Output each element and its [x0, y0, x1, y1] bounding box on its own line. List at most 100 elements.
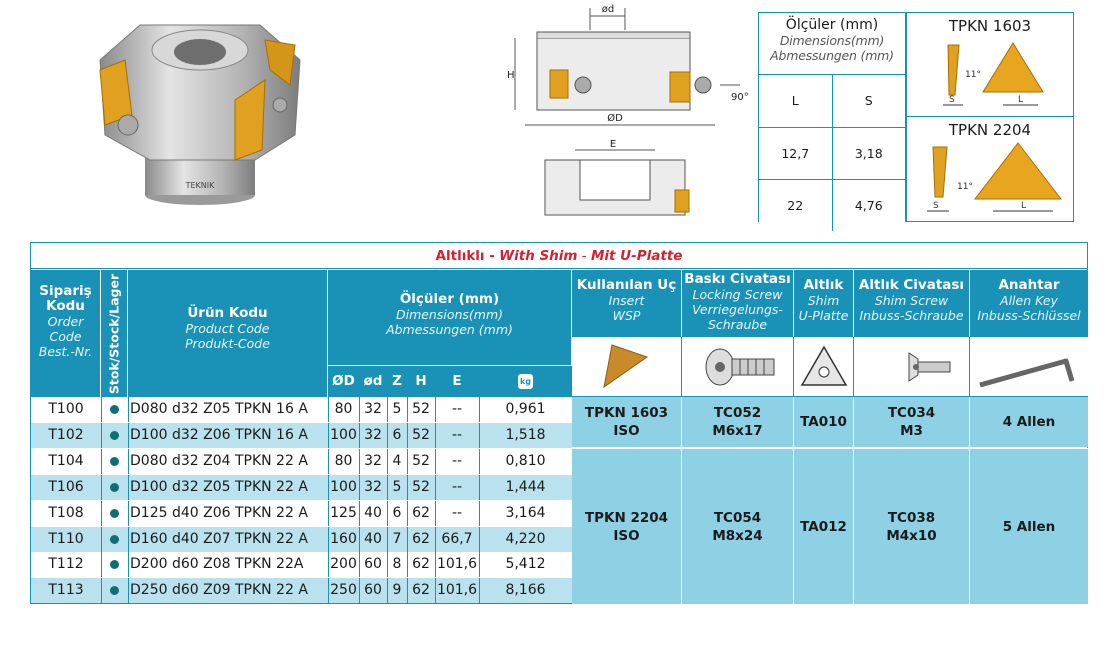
screw-image-cell: [682, 337, 794, 397]
cell-d: 40: [364, 530, 382, 547]
cell-d: 60: [364, 582, 382, 599]
title-tr: Altlıklı -: [435, 248, 495, 264]
title-en: With Shim: [499, 248, 578, 264]
label-e: E: [610, 139, 616, 150]
cell-kg: 4,220: [505, 530, 546, 547]
cell-z: 5: [392, 401, 402, 417]
cell-d: 100: [330, 478, 357, 495]
cell-e: 101,6: [436, 556, 478, 573]
cell-e: 101,6: [436, 582, 478, 599]
cell-d: 80: [334, 401, 353, 417]
stock-dot-icon: [110, 456, 119, 466]
header-shim: Altlık Shim U-Platte: [794, 270, 854, 337]
cell-d: 60: [364, 556, 382, 573]
cell-code: T104: [48, 452, 84, 469]
stock-dot-icon: [110, 430, 119, 440]
cell-d: 40: [364, 504, 382, 521]
cell-product: D250 d60 Z09 TPKN 22 A: [130, 582, 308, 599]
weight-icon: kg: [518, 373, 533, 389]
cell-kg: 5,412: [505, 556, 546, 573]
cell-z: 8: [392, 556, 402, 573]
cell-code: T106: [48, 478, 84, 495]
dims-header-s: S: [832, 75, 905, 128]
insert-triangle-icon: [603, 344, 649, 389]
header-product-code: Ürün Kodu Product Code Produkt-Code: [128, 270, 328, 397]
cell-z: 6: [392, 426, 402, 443]
dims-cell: 22: [759, 179, 833, 231]
cell-code: T108: [48, 504, 84, 521]
group2-shim: TA012: [794, 448, 854, 604]
cell-code: T112: [48, 556, 84, 573]
cell-code: T113: [48, 582, 84, 599]
stock-dot-icon: [110, 560, 119, 570]
cell-product: D200 d60 Z08 TPKN 22A: [130, 556, 304, 573]
title-de: Mit U-Platte: [590, 248, 683, 264]
technical-drawing: ød H 90° ØD E: [507, 4, 749, 216]
cell-h: 52: [412, 478, 430, 495]
insert-image-cell: [572, 337, 682, 397]
cell-d: 80: [334, 452, 353, 469]
insert-drawings: TPKN 1603 S L 11° TPKN 2204 S L 11°: [906, 12, 1074, 222]
cell-d: 32: [364, 452, 382, 469]
insert-dimensions-table: Ölçüler (mm) Dimensions(mm) Abmessungen …: [758, 12, 906, 231]
group1-key: 4 Allen: [970, 397, 1088, 447]
cell-code: T100: [48, 401, 84, 417]
cell-d: 32: [364, 426, 382, 443]
subheader-weight: kg: [479, 366, 572, 397]
dims-cell: 4,76: [832, 179, 905, 231]
cell-e: --: [451, 452, 463, 469]
stock-dot-icon: [110, 508, 119, 518]
subheader-D: ØD: [328, 366, 359, 397]
group2-key: 5 Allen: [970, 448, 1088, 604]
cell-z: 4: [392, 452, 402, 469]
subheader-H: H: [407, 366, 435, 397]
cell-h: 52: [412, 452, 430, 469]
dims-title: Ölçüler (mm): [785, 17, 879, 33]
header-dimensions: Ölçüler (mm) Dimensions(mm) Abmessungen …: [328, 270, 572, 366]
stock-dot-icon: [110, 405, 119, 414]
label-od: ød: [602, 4, 614, 15]
subheader-E: E: [435, 366, 479, 397]
cell-d: 250: [330, 582, 357, 599]
cell-h: 52: [412, 401, 430, 417]
stock-dot-icon: [110, 534, 119, 544]
cell-kg: 0,961: [505, 401, 546, 417]
cell-h: 62: [412, 582, 430, 599]
cell-d: 125: [330, 504, 357, 521]
allen-key-image-cell: [970, 337, 1088, 397]
label-l-bottom: L: [1021, 201, 1026, 211]
dims-header-l: L: [759, 75, 833, 128]
header-locking-screw: Baskı Civatası Locking Screw Verriegelun…: [682, 270, 794, 337]
shim-screw-image-cell: [854, 337, 970, 397]
allen-key-icon: [979, 358, 1075, 388]
label-d: ØD: [607, 112, 623, 124]
shim-image-cell: [794, 337, 854, 397]
cell-product: D100 d32 Z05 TPKN 22 A: [130, 478, 308, 495]
cell-z: 6: [392, 504, 402, 521]
cell-h: 62: [412, 556, 430, 573]
cell-e: --: [451, 426, 463, 443]
cell-e: --: [451, 401, 463, 417]
dims-title-de: Abmessungen (mm): [770, 48, 894, 63]
stock-dot-icon: [110, 586, 119, 596]
cell-kg: 1,444: [505, 478, 546, 495]
stock-dot-icon: [110, 482, 119, 492]
header-shim-screw: Altlık Civatası Shim Screw Inbuss-Schrau…: [854, 270, 970, 337]
header-insert: Kullanılan Uç Insert WSP: [572, 270, 682, 337]
cell-code: T102: [48, 426, 84, 443]
header-allen-key: Anahtar Allen Key Inbuss-Schlüssel: [970, 270, 1088, 337]
insert-2204-title: TPKN 2204: [948, 121, 1032, 139]
insert-1603-drawing: S L 11°: [943, 42, 1044, 106]
dims-title-en: Dimensions(mm): [779, 33, 885, 48]
cell-e: 66,7: [441, 530, 473, 547]
